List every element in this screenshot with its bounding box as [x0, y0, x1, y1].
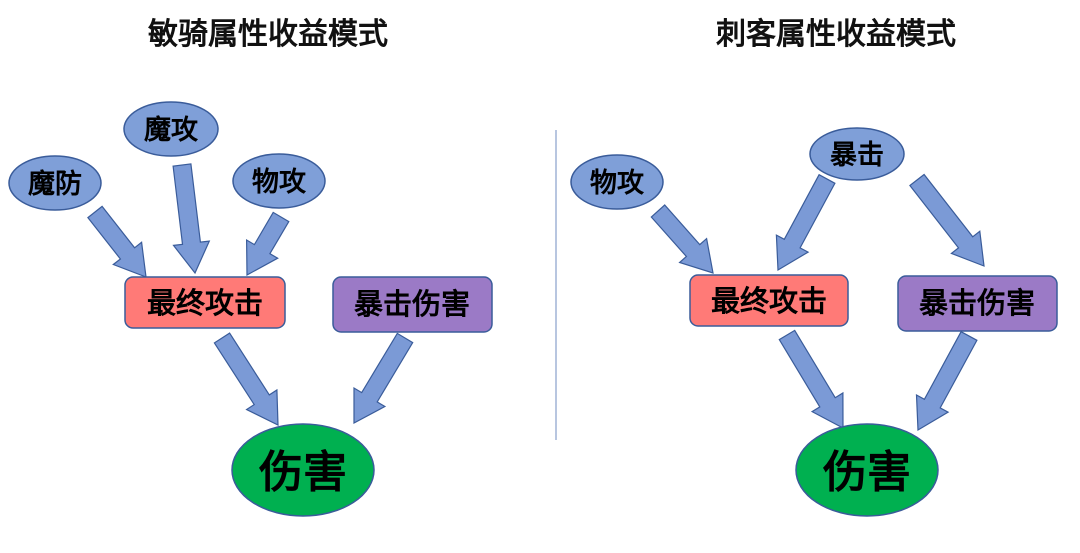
arrow-crit-to-final	[775, 173, 836, 272]
arrows-group	[87, 163, 985, 432]
node-crit: 暴击	[809, 127, 905, 181]
node-final-attack: 最终攻击	[124, 276, 286, 329]
node-magic-def: 魔防	[8, 155, 102, 211]
right-title: 刺客属性收益模式	[716, 17, 956, 52]
node-damage-right-label: 伤害	[822, 447, 911, 498]
node-crit-damage-right: 暴击伤害	[897, 275, 1058, 332]
node-damage-right: 伤害	[795, 423, 939, 517]
node-final-attack-label: 最终攻击	[147, 286, 263, 320]
node-magic-atk: 魔攻	[123, 101, 219, 157]
arrow-crit-damage-to-damage	[353, 332, 414, 425]
arrow-magic-atk-to-final	[172, 163, 211, 275]
node-damage-label: 伤害	[258, 447, 347, 498]
node-magic-def-label: 魔防	[28, 169, 82, 200]
arrow-final-right-to-damage	[778, 329, 844, 429]
node-damage: 伤害	[231, 423, 375, 517]
arrow-phys-atk-to-final	[245, 211, 290, 277]
arrow-crit-to-crit-damage	[909, 173, 985, 267]
node-final-attack-right-label: 最终攻击	[711, 284, 827, 318]
node-phys-atk-label: 物攻	[252, 167, 307, 198]
node-magic-atk-label: 魔攻	[144, 115, 199, 146]
left-title: 敏骑属性收益模式	[148, 17, 388, 52]
arrow-crit-damage-right-to-damage	[915, 330, 978, 432]
node-phys-atk: 物攻	[232, 153, 326, 209]
node-phys-atk-right: 物攻	[570, 154, 664, 210]
node-phys-atk-right-label: 物攻	[590, 168, 645, 199]
node-crit-damage-right-label: 暴击伤害	[919, 286, 1035, 320]
node-final-attack-right: 最终攻击	[689, 274, 849, 327]
arrow-magic-def-to-final	[87, 205, 147, 278]
node-crit-damage-label: 暴击伤害	[354, 287, 470, 321]
arrow-final-to-damage	[213, 332, 279, 426]
node-crit-damage: 暴击伤害	[332, 276, 493, 333]
arrow-phys-atk-right-to-final	[650, 204, 714, 274]
node-crit-label: 暴击	[830, 140, 884, 171]
left-panel: 魔防 魔攻 物攻 最终攻击 暴击伤害 伤害	[8, 101, 493, 517]
right-panel: 物攻 暴击 最终攻击 暴击伤害 伤害	[570, 127, 1058, 517]
